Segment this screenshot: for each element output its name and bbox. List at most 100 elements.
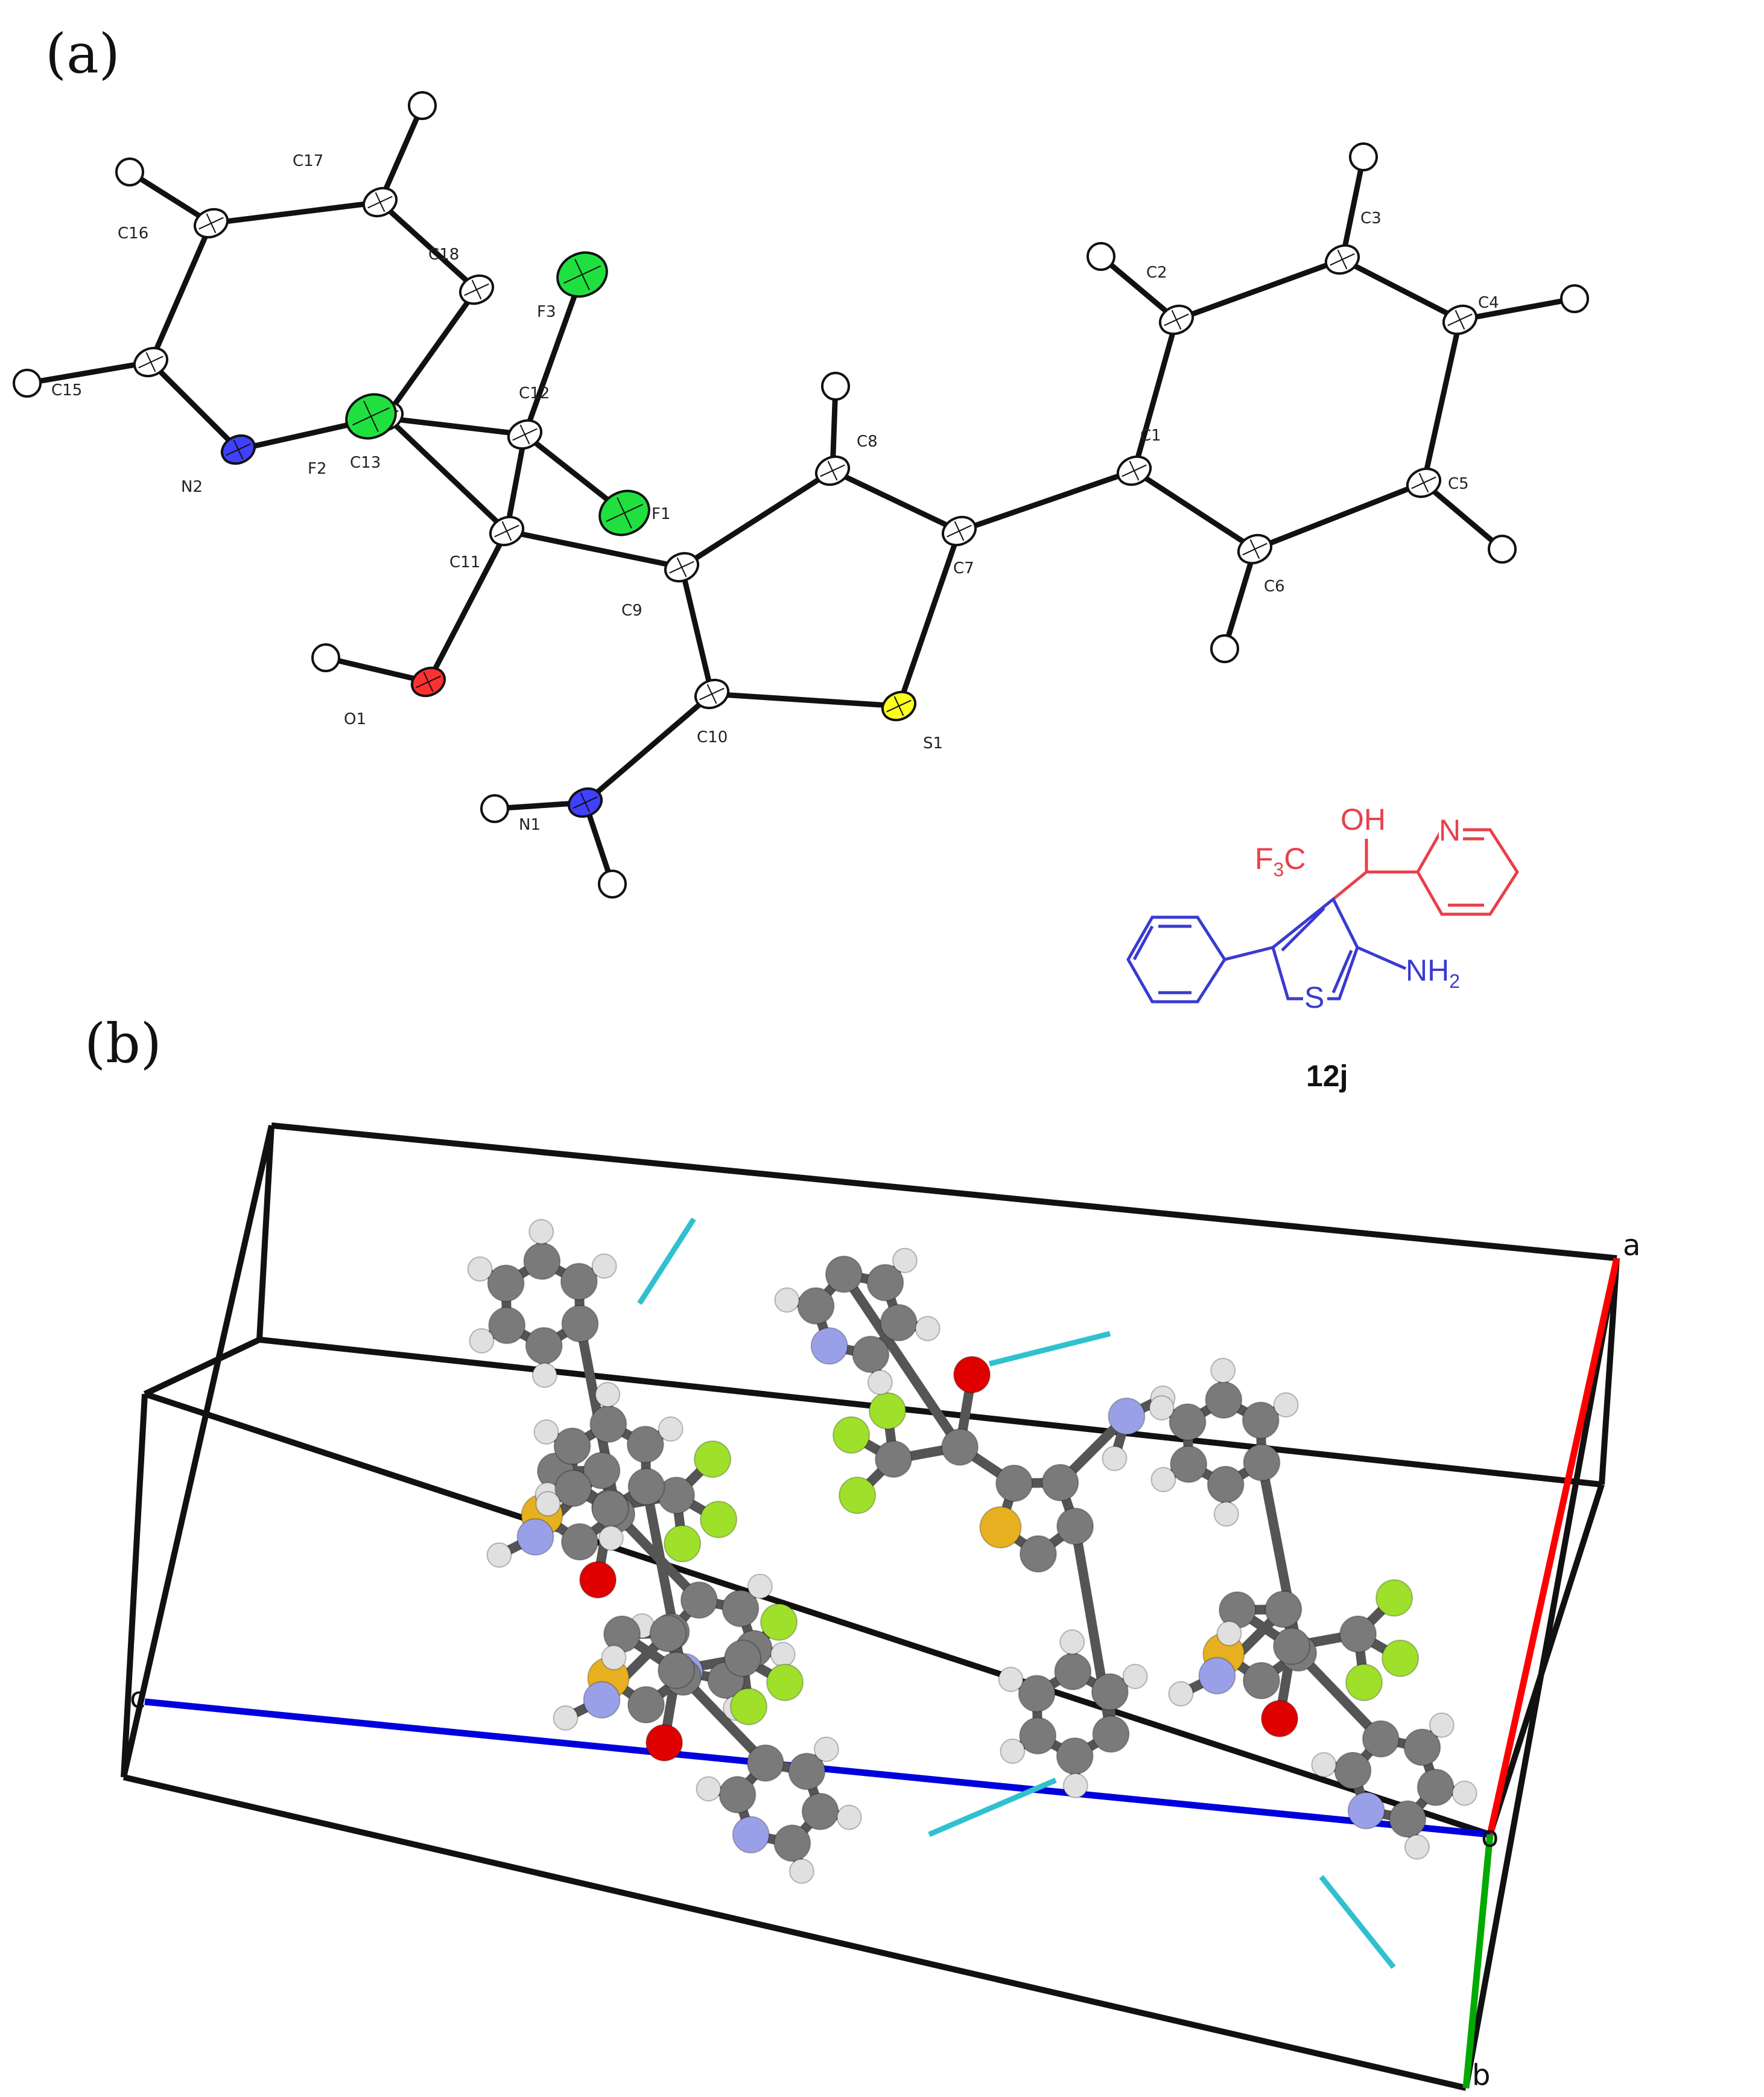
atom-ball-H: [1102, 1445, 1128, 1471]
thiophene-s-label: S: [1304, 981, 1324, 1014]
atom-ball-O: [579, 1561, 617, 1599]
panel-b-label: (b): [84, 1012, 162, 1075]
atom-label-C3: C3: [1360, 209, 1382, 228]
atom-ball-C: [1207, 1465, 1245, 1503]
atom-ball-N: [810, 1327, 848, 1365]
atom-label-C16: C16: [118, 224, 148, 243]
atom-ball-C: [1273, 1627, 1311, 1665]
atom-ball-C: [627, 1468, 665, 1506]
atom-ball-H: [553, 1705, 579, 1731]
atom-label-O1: O1: [344, 710, 366, 728]
atom-ball-H: [533, 1419, 559, 1445]
axis-label-a: a: [1623, 1229, 1640, 1262]
atom-ball-H: [696, 1776, 722, 1802]
hydrogen-bond: [988, 1331, 1111, 1367]
hydrogen-atom-11: [598, 870, 627, 899]
atom-label-C2: C2: [1146, 264, 1167, 282]
hydrogen-bond: [637, 1217, 696, 1305]
atom-ball-C: [941, 1428, 979, 1466]
atom-ball-H: [601, 1644, 627, 1670]
cell-edge-1: [1599, 1258, 1620, 1485]
atom-label-C11: C11: [449, 553, 480, 571]
atom-label-C13: C13: [350, 454, 381, 472]
atom-ball-C: [1056, 1507, 1094, 1545]
atom-ball-H: [1062, 1772, 1088, 1798]
atom-ball-H: [598, 1525, 624, 1551]
atom-ball-H: [1311, 1752, 1337, 1778]
atom-ball-F: [730, 1687, 768, 1725]
cell-edge-0: [271, 1122, 1617, 1261]
atom-ball-C: [788, 1752, 826, 1790]
atom-ball-O: [953, 1355, 991, 1393]
atom-ball-N: [516, 1518, 554, 1556]
atom-ball-C: [1243, 1443, 1281, 1481]
axis-label-b: b: [1472, 2058, 1490, 2092]
atom-ball-H: [469, 1328, 495, 1354]
atom-ball-H: [658, 1416, 684, 1442]
atom-ball-C: [1339, 1615, 1377, 1653]
cell-edge-8: [121, 1124, 274, 1778]
hydrogen-atom-10: [480, 794, 509, 823]
atom-ball-C: [1091, 1673, 1129, 1711]
cell-edge-2: [259, 1337, 1602, 1488]
atom-label-N1: N1: [519, 816, 541, 834]
axis-label-c: c: [130, 1681, 145, 1715]
atom-ball-C: [1054, 1653, 1092, 1691]
atom-ball-C: [553, 1427, 591, 1465]
atom-ball-F: [833, 1416, 871, 1454]
cell-edge-10: [144, 1391, 1491, 1838]
atom-ball-C: [1019, 1717, 1057, 1755]
atom-ball-O: [1261, 1699, 1299, 1737]
cell-edge-3: [256, 1125, 274, 1340]
atom-ball-H: [892, 1247, 918, 1273]
hydrogen-atom-7: [115, 158, 144, 186]
atom-ball-H: [535, 1491, 561, 1516]
atom-ball-C: [1018, 1675, 1056, 1713]
atom-ball-F: [839, 1476, 877, 1514]
atom-ball-H: [1404, 1834, 1430, 1860]
atom-ball-H: [486, 1542, 512, 1568]
atom-ball-C: [561, 1305, 599, 1343]
atom-ball-C: [875, 1440, 913, 1478]
compound-12j-drawing: F3C OH N S NH2 12j: [1126, 803, 1519, 1093]
atom-ball-F: [1382, 1639, 1420, 1677]
atom-ball-H: [1122, 1664, 1148, 1690]
atom-ball-C: [627, 1685, 665, 1723]
atom-ball-C: [1041, 1463, 1079, 1501]
atom-ball-H: [1000, 1738, 1026, 1764]
atom-ball-C: [649, 1614, 687, 1652]
atom-ball-N: [1347, 1792, 1385, 1830]
atom-ball-H: [770, 1641, 796, 1667]
atom-ball-F: [694, 1440, 732, 1478]
cf3-label: F3C: [1255, 842, 1306, 880]
ortep-structure: C1C2C3C4C5C6C7C8C9C10C11C12C13C15C16C17C…: [13, 91, 1589, 899]
atom-ball-C: [801, 1792, 839, 1830]
atom-ball-H: [915, 1316, 941, 1341]
atom-ball-H: [1168, 1681, 1194, 1707]
atom-ball-C: [746, 1744, 784, 1782]
hydrogen-bond: [1319, 1875, 1396, 1969]
atom-ball-H: [528, 1219, 554, 1245]
atom-ball-H: [1210, 1358, 1236, 1384]
hydrogen-atom-9: [311, 643, 340, 672]
cell-edge-4: [122, 1774, 1467, 2091]
atom-ball-C: [825, 1255, 863, 1293]
atom-ball-C: [554, 1469, 592, 1507]
atom-ball-C: [525, 1326, 563, 1364]
atom-ball-C: [1334, 1752, 1372, 1790]
atom-ball-H: [998, 1666, 1024, 1692]
hydrogen-atom-1: [1349, 142, 1378, 171]
atom-ball-F: [664, 1524, 702, 1562]
cell-edge-6: [143, 1337, 261, 1397]
atom-ball-N: [732, 1816, 770, 1854]
atom-label-C7: C7: [953, 559, 974, 578]
atom-ball-C: [724, 1639, 762, 1677]
hydrogen-atom-3: [1488, 535, 1517, 564]
atom-ball-C: [1417, 1768, 1455, 1806]
atom-ball-C: [1362, 1720, 1400, 1758]
axis-a: [1486, 1257, 1620, 1836]
atom-ball-C: [560, 1523, 598, 1561]
hydrogen-atom-6: [13, 369, 42, 398]
